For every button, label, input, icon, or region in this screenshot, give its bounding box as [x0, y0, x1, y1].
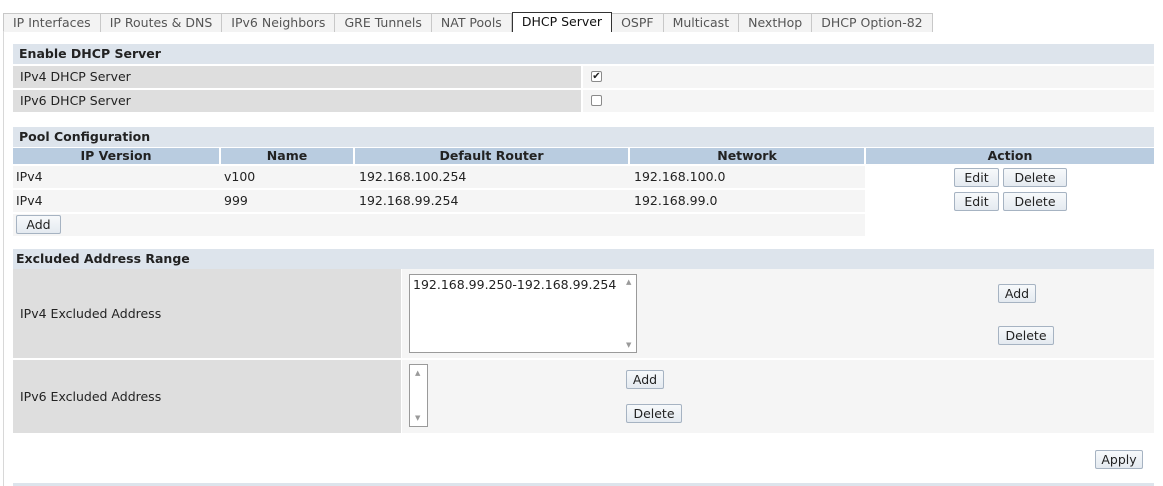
tab-bar: IP Interfaces IP Routes & DNS IPv6 Neigh…: [3, 12, 1163, 32]
ipv6-excluded-label: IPv6 Excluded Address: [13, 360, 401, 433]
col-network: Network: [630, 148, 866, 164]
enable-dhcp-section-title: Enable DHCP Server: [13, 44, 1154, 64]
delete-pool-button[interactable]: Delete: [1003, 168, 1067, 187]
add-ipv6-excluded-button[interactable]: Add: [626, 370, 664, 389]
pool-table-header: IP Version Name Default Router Network A…: [13, 148, 1154, 164]
tab-multicast[interactable]: Multicast: [663, 13, 740, 32]
edit-pool-button[interactable]: Edit: [954, 192, 999, 211]
cell-network: 192.168.100.0: [634, 169, 726, 184]
tab-dhcp-server[interactable]: DHCP Server: [511, 12, 613, 32]
add-pool-row: [13, 214, 865, 236]
scroll-up-icon[interactable]: ▲: [626, 278, 632, 286]
delete-ipv6-excluded-button[interactable]: Delete: [626, 404, 682, 423]
cell-default-router: 192.168.100.254: [359, 169, 467, 184]
tab-nat-pools[interactable]: NAT Pools: [431, 13, 512, 32]
ipv6-dhcp-server-cell: [583, 90, 1154, 112]
apply-button[interactable]: Apply: [1095, 450, 1143, 469]
ipv6-excluded-cell: [402, 360, 1154, 433]
tab-dhcp-option-82[interactable]: DHCP Option-82: [812, 13, 933, 32]
scroll-down-icon[interactable]: ▼: [626, 341, 632, 349]
tab-ospf[interactable]: OSPF: [612, 13, 664, 32]
excluded-range-section-title: Excluded Address Range: [13, 249, 1154, 269]
tab-ip-routes-dns[interactable]: IP Routes & DNS: [100, 13, 223, 32]
col-action: Action: [987, 148, 1033, 163]
add-pool-button[interactable]: Add: [16, 215, 61, 234]
ipv4-dhcp-server-checkbox[interactable]: ✔: [591, 71, 602, 82]
col-ip-version: IP Version: [13, 148, 221, 164]
cell-ip-version: IPv4: [16, 193, 43, 208]
ipv4-dhcp-server-cell: [583, 66, 1154, 88]
pool-config-section-title: Pool Configuration: [13, 127, 1154, 147]
ipv4-dhcp-server-label: IPv4 DHCP Server: [13, 66, 581, 88]
cell-name: 999: [224, 193, 248, 208]
delete-ipv4-excluded-button[interactable]: Delete: [998, 326, 1054, 345]
ipv4-excluded-label: IPv4 Excluded Address: [13, 269, 401, 358]
ipv6-excluded-list[interactable]: ▲ ▼: [409, 364, 428, 427]
edit-pool-button[interactable]: Edit: [954, 168, 999, 187]
cell-ip-version: IPv4: [16, 169, 43, 184]
ipv4-excluded-list[interactable]: 192.168.99.250-192.168.99.254 ▲ ▼: [409, 274, 637, 353]
ipv4-list-scrollbar[interactable]: ▲ ▼: [623, 275, 636, 352]
delete-pool-button[interactable]: Delete: [1003, 192, 1067, 211]
tab-ipv6-neighbors[interactable]: IPv6 Neighbors: [222, 13, 336, 32]
tab-gre-tunnels[interactable]: GRE Tunnels: [335, 13, 432, 32]
ipv6-dhcp-server-checkbox[interactable]: [591, 95, 602, 106]
ipv6-list-scrollbar[interactable]: ▲ ▼: [410, 365, 427, 426]
col-default-router: Default Router: [355, 148, 630, 164]
tab-ip-interfaces[interactable]: IP Interfaces: [3, 13, 101, 32]
add-ipv4-excluded-button[interactable]: Add: [998, 284, 1036, 303]
table-row: IPv4 999 192.168.99.254 192.168.99.0: [13, 190, 865, 212]
panel-border: [3, 31, 4, 486]
table-row: IPv4 v100 192.168.100.254 192.168.100.0: [13, 166, 865, 188]
section-divider: [13, 483, 1154, 486]
ipv6-dhcp-server-label: IPv6 DHCP Server: [13, 90, 581, 112]
cell-network: 192.168.99.0: [634, 193, 718, 208]
ipv4-excluded-value: 192.168.99.250-192.168.99.254: [413, 277, 617, 292]
scroll-up-icon[interactable]: ▲: [415, 369, 421, 377]
cell-name: v100: [224, 169, 256, 184]
col-name: Name: [221, 148, 355, 164]
cell-default-router: 192.168.99.254: [359, 193, 459, 208]
tab-nexthop[interactable]: NextHop: [739, 13, 813, 32]
scroll-down-icon[interactable]: ▼: [415, 414, 421, 422]
